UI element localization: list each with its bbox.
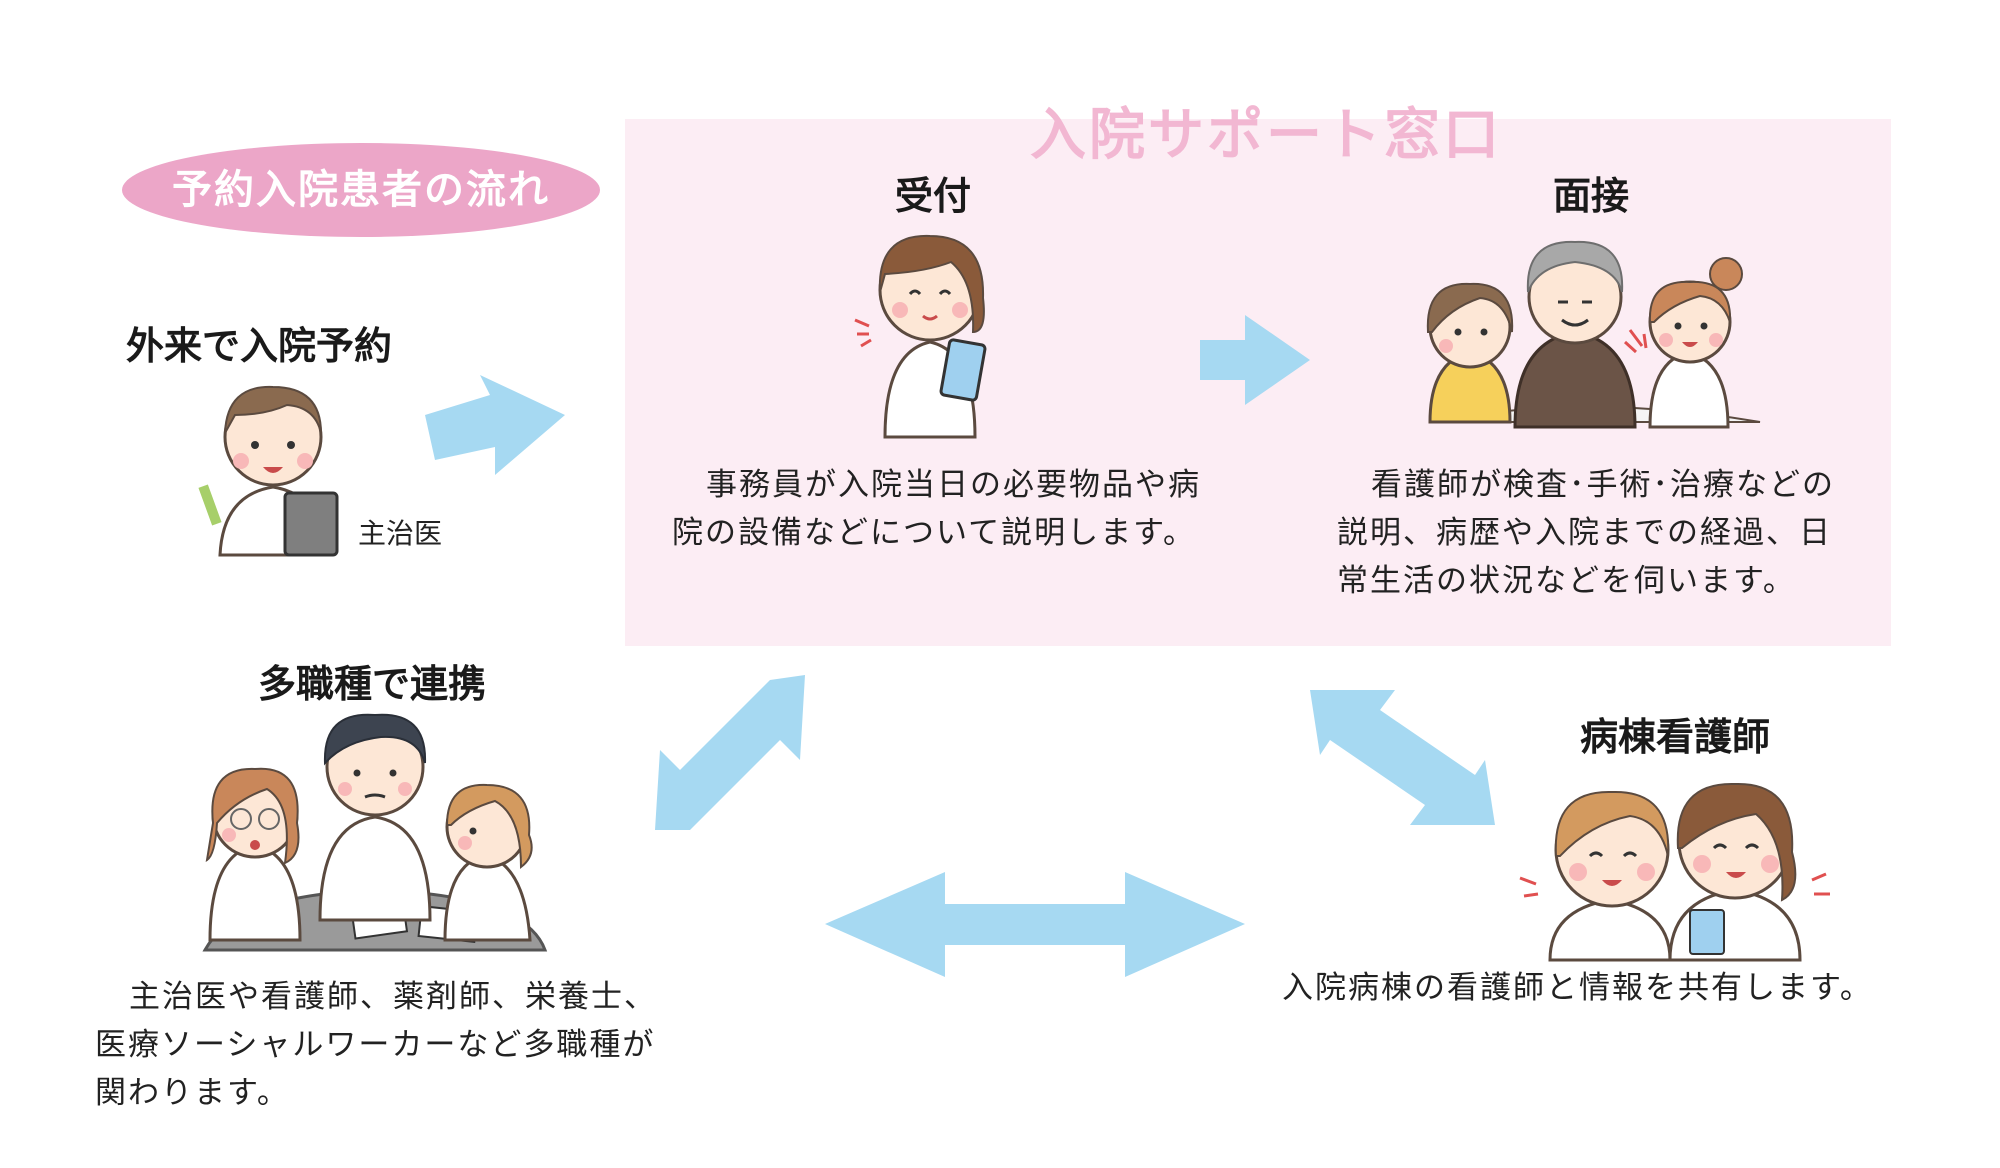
step-multidisciplinary-description: 主治医や看護師、薬剤師、栄養士、医療ソーシャルワーカーなど多職種が関わります。 [95, 979, 657, 1111]
step-outpatient-heading: 外来で入院予約 [126, 324, 393, 368]
multidisciplinary-team-illustration [202, 713, 548, 952]
step-ward-nurse-heading: 病棟看護師 [1580, 715, 1771, 759]
double-arrow-support-to-team [655, 675, 805, 830]
flow-label-pill [122, 143, 600, 237]
flow-label-text: 予約入院患者の流れ [172, 167, 550, 213]
doctor-illustration [198, 385, 339, 557]
double-arrow-team-to-ward [825, 872, 1245, 977]
step-reception-description: 事務員が入院当日の必要物品や病院の設備などについて説明します。 [672, 467, 1201, 551]
arrow-outpatient-to-reception [425, 375, 565, 475]
step-interview-heading: 面接 [1553, 174, 1630, 218]
step-reception-heading: 受付 [895, 174, 972, 218]
double-arrow-support-to-ward [1310, 690, 1495, 825]
step-ward-nurse-description: 入院病棟の看護師と情報を共有します。 [1282, 970, 1873, 1006]
attending-doctor-caption: 主治医 [358, 517, 443, 550]
step-interview-description: 看護師が検査･手術･治療などの説明、病歴や入院までの経過、日常生活の状況などを伺… [1337, 467, 1835, 599]
interview-family-nurse-illustration [1426, 240, 1761, 429]
support-window-title: 入院サポート窓口 [1030, 103, 1502, 168]
receptionist-illustration [854, 234, 987, 439]
ward-nurses-illustration [1519, 782, 1830, 962]
step-multidisciplinary-heading: 多職種で連携 [258, 662, 487, 706]
arrow-reception-to-interview [1200, 315, 1310, 405]
